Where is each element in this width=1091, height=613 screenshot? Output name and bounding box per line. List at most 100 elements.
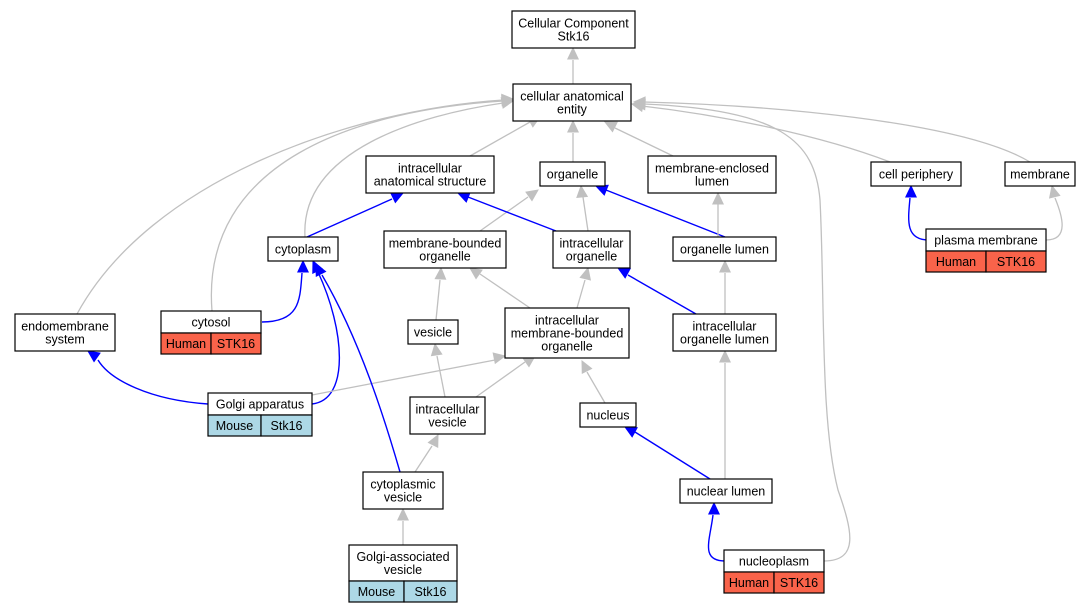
node-label: vesicle (414, 326, 452, 340)
node-label: organelle lumen (680, 333, 769, 347)
edge-mbo-organelle (479, 189, 539, 232)
node-label: membrane-bounded (511, 327, 624, 341)
node-label: Cellular Component (518, 17, 629, 31)
edge-endo-cae (76, 93, 515, 315)
node-label: cytosol (192, 316, 231, 330)
node-label: cytoplasmic (370, 478, 435, 492)
edge-gav-cv (397, 507, 409, 545)
edge-np-cae (632, 98, 851, 562)
node-label: membrane (1010, 168, 1070, 182)
gene-label: STK16 (780, 576, 818, 590)
edge-nl-iol (719, 349, 731, 479)
node-label: plasma membrane (934, 234, 1038, 248)
node-label: organelle (419, 250, 470, 264)
node-label: organelle (547, 168, 598, 182)
node-label: nuclear lumen (687, 485, 766, 499)
node-label: intracellular (416, 403, 480, 417)
species-label: Human (936, 255, 976, 269)
node-ol[interactable]: organelle lumen (672, 236, 777, 262)
annotation-golgi: Mouse Stk16 (207, 414, 313, 437)
edge-io-organelle (576, 184, 589, 232)
edge-cytosol-cytoplasm (261, 259, 309, 323)
species-label: Human (729, 576, 769, 590)
node-nl[interactable]: nuclear lumen (679, 478, 773, 504)
node-organelle[interactable]: organelle (539, 161, 606, 187)
node-vesicle[interactable]: vesicle (407, 319, 459, 345)
edge-ias-cae (469, 116, 542, 157)
node-label: membrane-bounded (389, 237, 502, 251)
node-membrane[interactable]: membrane (1004, 161, 1076, 187)
node-label: anatomical structure (374, 175, 487, 189)
node-label: nucleus (586, 409, 629, 423)
node-label: entity (557, 103, 588, 117)
edge-pm-cellperiph (905, 184, 930, 241)
gene-label: Stk16 (271, 419, 303, 433)
annotation-cytosol: Human STK16 (160, 332, 262, 355)
species-label: Mouse (358, 585, 396, 599)
edge-ol-mel (712, 191, 724, 237)
edge-membrane-cae (632, 96, 1031, 163)
edge-vesicle-mbo (434, 266, 447, 321)
node-nucleus[interactable]: nucleus (579, 402, 637, 428)
node-label: organelle (541, 340, 592, 354)
edge-mel-cae (603, 121, 674, 157)
edge-golgi-imbo (311, 352, 507, 396)
edge-cytoplasm-ias (306, 192, 405, 238)
node-label: cell periphery (879, 168, 954, 182)
annotation-np: Human STK16 (723, 571, 825, 594)
node-label: system (45, 333, 85, 347)
node-cytoplasm[interactable]: cytoplasm (267, 236, 339, 262)
node-label: intracellular (398, 162, 462, 176)
edge-golgi-endo (87, 350, 209, 405)
node-label: organelle lumen (680, 243, 769, 257)
species-label: Human (166, 337, 206, 351)
node-cellperiph[interactable]: cell periphery (870, 161, 962, 187)
edge-imbo-io (576, 266, 592, 309)
node-label: Golgi-associated (356, 550, 449, 564)
node-label: Golgi apparatus (216, 398, 304, 412)
edge-iv-vesicle (430, 342, 446, 398)
edges-layer (76, 46, 1063, 562)
node-label: Stk16 (558, 30, 590, 44)
edge-np-nl (707, 501, 726, 562)
node-label: vesicle (428, 416, 466, 430)
species-label: Mouse (216, 419, 254, 433)
edge-pm-membrane (1045, 184, 1063, 241)
edge-imbo-mbo (469, 267, 531, 309)
node-label: organelle (566, 250, 617, 264)
edge-cv-iv (414, 433, 439, 473)
edge-cytosol-cae (210, 94, 515, 312)
gene-label: Stk16 (415, 585, 447, 599)
edge-cellperiph-cae (630, 100, 891, 163)
edge-nl-nucleus (623, 426, 711, 480)
gene-label: STK16 (217, 337, 255, 351)
gene-label: STK16 (997, 255, 1035, 269)
edge-iol-io (616, 267, 697, 315)
edge-iol-ol (719, 259, 731, 314)
annotation-pm: Human STK16 (925, 250, 1047, 273)
edge-cv-cytoplasm (315, 262, 401, 473)
node-label: intracellular (693, 320, 757, 334)
node-label: vesicle (384, 563, 422, 577)
edge-cae-root (567, 46, 579, 84)
node-label: nucleoplasm (739, 555, 809, 569)
node-label: endomembrane (21, 320, 109, 334)
